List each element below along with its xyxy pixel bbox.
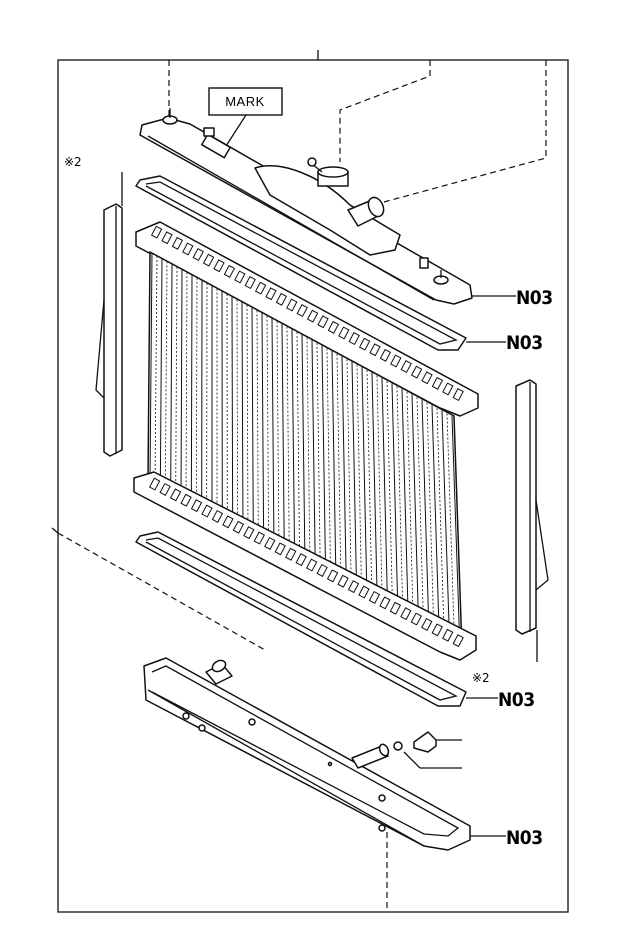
note-left: ※2 xyxy=(64,155,82,169)
mark-plate xyxy=(200,133,232,159)
ref-lower-tank: N03 xyxy=(506,827,543,849)
mark-callout: MARK xyxy=(208,87,283,147)
core-fins xyxy=(149,252,461,651)
lower-header-fins xyxy=(148,477,464,648)
upper-tank-gasket xyxy=(135,175,506,351)
radiator-core xyxy=(133,221,479,661)
lower-radiator-tank xyxy=(143,657,506,851)
left-side-seal xyxy=(95,203,123,457)
diagram-frame xyxy=(57,59,569,913)
ref-lower-gasket: N03 xyxy=(498,689,535,711)
inlet-pipe xyxy=(347,196,385,227)
right-side-seal xyxy=(515,379,549,635)
drain-cock xyxy=(393,731,462,769)
upper-header-fins xyxy=(150,225,464,402)
note-right: ※2 xyxy=(472,671,490,685)
mark-label: MARK xyxy=(225,94,265,109)
reference-dashed-lines xyxy=(51,50,547,912)
lower-outlet-pipe xyxy=(205,659,233,685)
drain-outlet xyxy=(351,743,390,769)
lower-tank-gasket xyxy=(135,531,498,707)
ref-upper-tank: N03 xyxy=(516,287,553,309)
ref-upper-gasket: N03 xyxy=(506,332,543,354)
radiator-cap xyxy=(307,157,349,187)
upper-radiator-tank xyxy=(139,108,516,305)
